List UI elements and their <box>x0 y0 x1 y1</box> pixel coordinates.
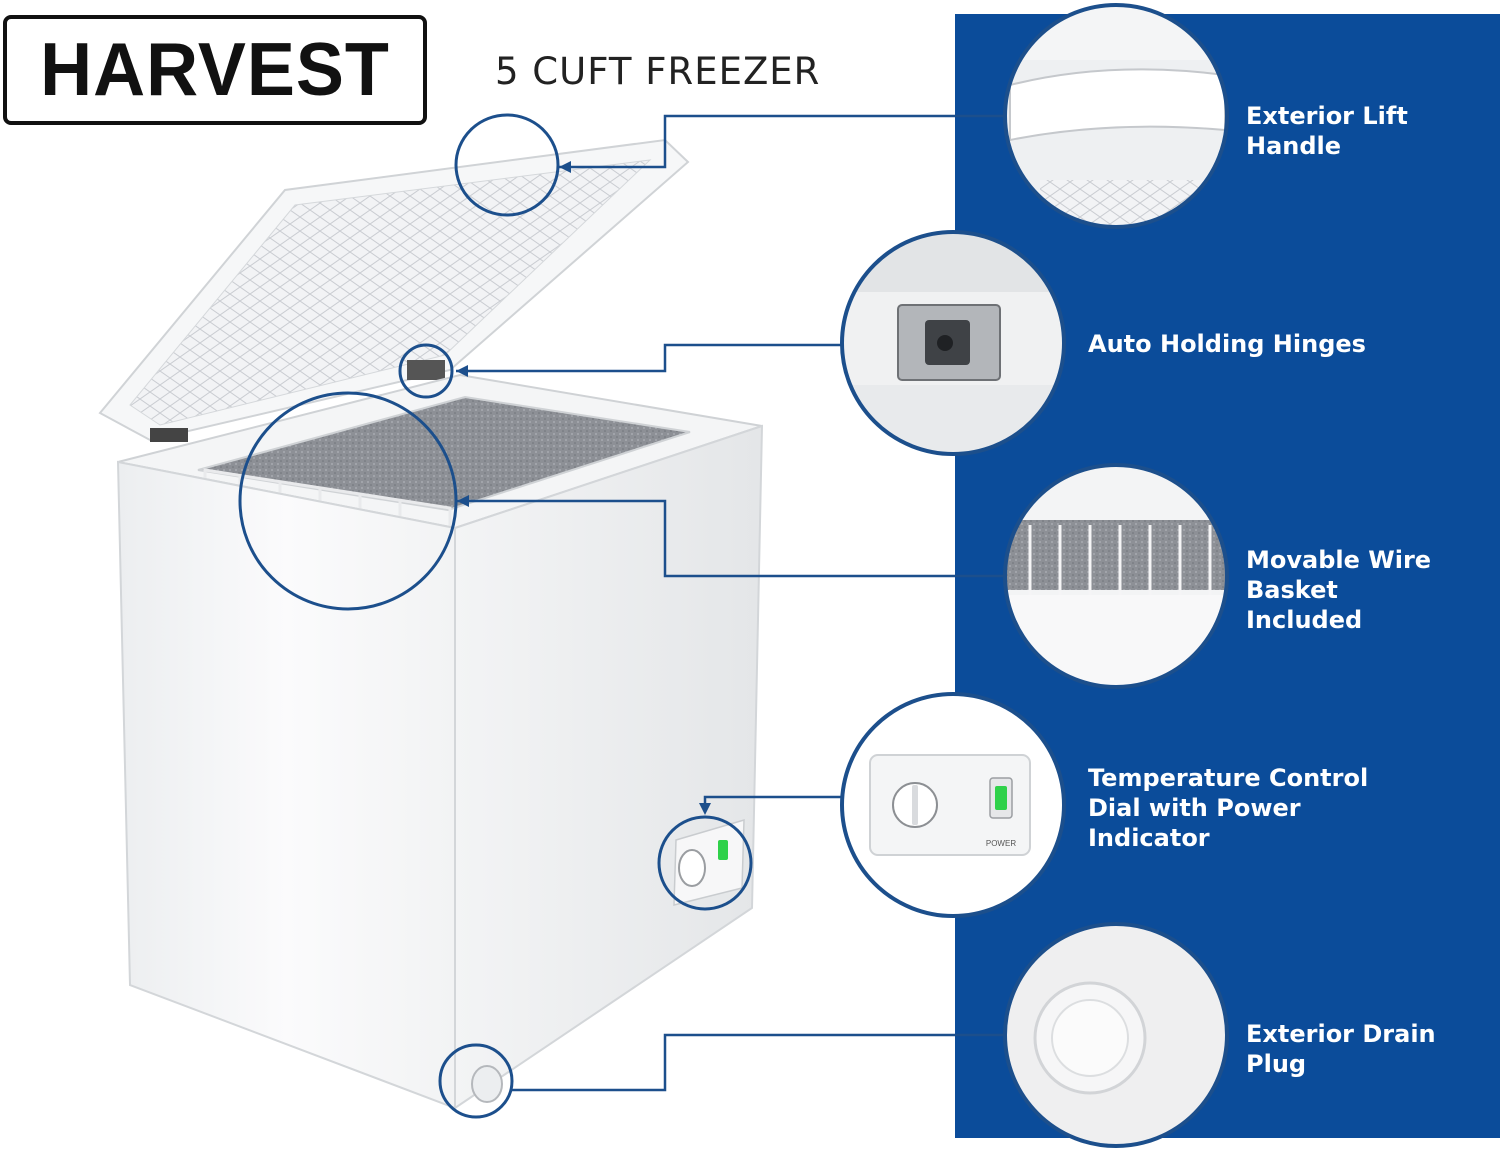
feature-label-lift-handle: Exterior Lift Handle <box>1246 102 1408 160</box>
feature-circle-hinge <box>840 230 1066 456</box>
feature-circle-drain-plug <box>1003 922 1229 1148</box>
callout-markers <box>238 113 753 1119</box>
brand-logo-text: HARVEST <box>40 28 390 112</box>
rear-hinge-icon <box>150 428 188 442</box>
hinge-icon <box>407 360 445 380</box>
feature-label-wire-basket: Movable Wire Basket Included <box>1246 546 1432 634</box>
freezer-cabinet <box>116 373 764 1110</box>
power-indicator-icon <box>718 840 728 860</box>
callout-connectors <box>456 114 1005 1092</box>
product-title: 5 CUFT FREEZER <box>495 50 821 93</box>
feature-circle-lift-handle <box>1003 3 1229 229</box>
feature-label-hinges: Auto Holding Hinges <box>1088 330 1366 358</box>
feature-label-temperature-dial: Temperature Control Dial with Power Indi… <box>1088 764 1369 852</box>
feature-circle-wire-basket <box>1003 463 1229 689</box>
feature-label-drain-plug: Exterior Drain Plug <box>1246 1020 1436 1078</box>
drain-plug-icon <box>471 1065 503 1103</box>
power-label: POWER <box>986 839 1016 848</box>
brand-logo: HARVEST <box>3 15 427 125</box>
feature-circle-temperature-dial: POWER <box>840 692 1066 918</box>
freezer-lid <box>98 138 690 442</box>
temperature-dial-icon <box>678 849 706 887</box>
